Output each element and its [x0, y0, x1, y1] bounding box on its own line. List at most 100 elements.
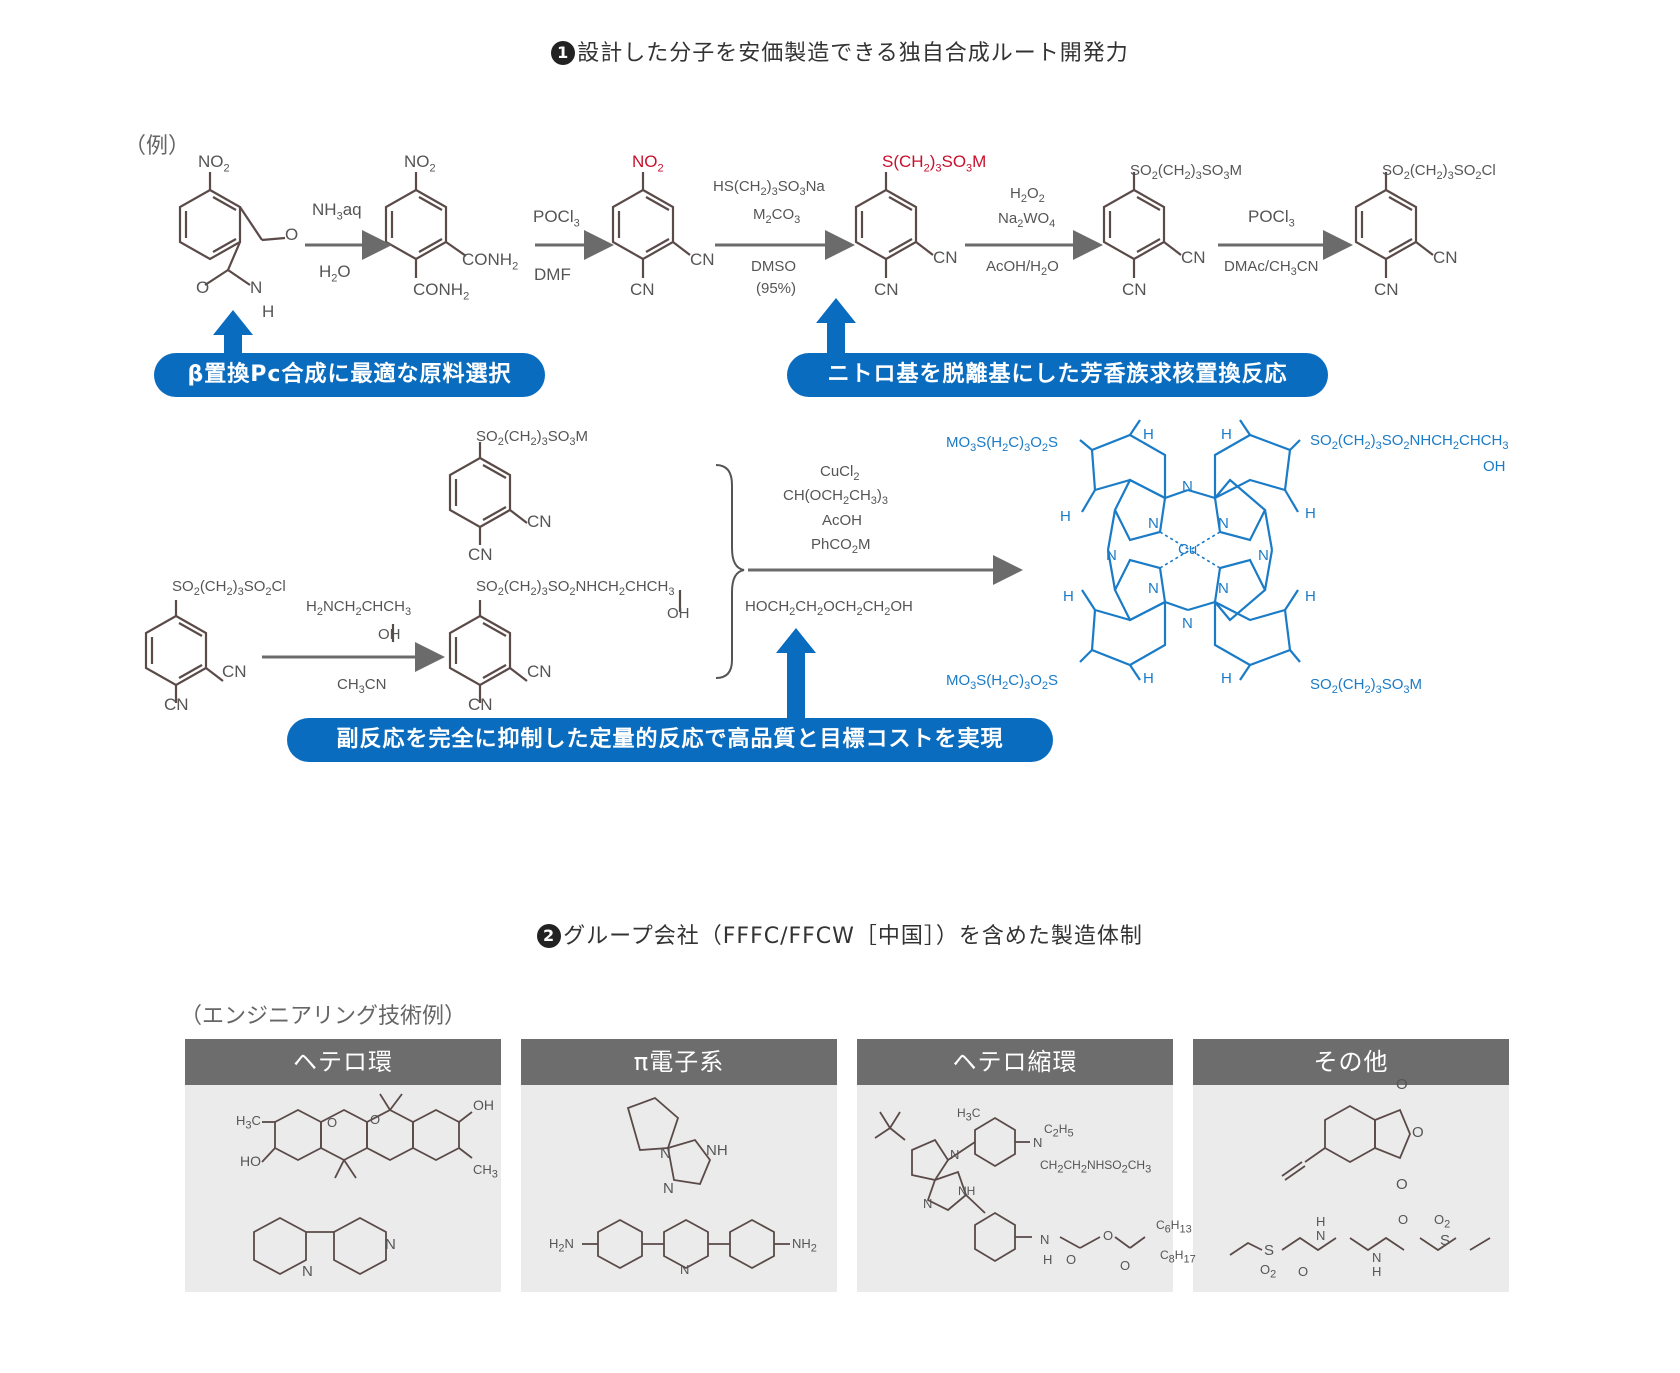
card-heterocycle: ヘテロ環 — [185, 1039, 501, 1292]
pc-bottom-left-substituent: MO3S(H2C)3O2S — [946, 672, 1059, 692]
card4-h1: H — [1316, 1214, 1326, 1229]
c-cn2: CN — [468, 695, 493, 714]
pc-n-6: N — [1218, 515, 1229, 532]
c1-no2: NO2 — [198, 152, 230, 175]
card3-o1: O — [1103, 1228, 1114, 1243]
card3-h3c: H3C — [957, 1106, 981, 1124]
c-substituent: SO2(CH2)3SO2NHCH2CHCH3 — [476, 578, 675, 598]
ring-c — [448, 614, 512, 687]
r1-solvent: H2O — [319, 262, 351, 285]
brace — [715, 464, 745, 679]
r5-reagent: POCl3 — [1248, 207, 1295, 230]
ring-c3 — [611, 188, 675, 261]
card-pi-electron-title: π電子系 — [521, 1039, 837, 1085]
c2-conh2-bottom: CONH2 — [413, 280, 470, 303]
r2-solvent: DMF — [534, 265, 571, 284]
c3-cn2: CN — [630, 280, 655, 299]
amine-solvent: CH3CN — [337, 676, 387, 696]
pc-n-2: N — [1182, 615, 1193, 632]
ring-c2 — [384, 188, 448, 261]
c4-cn2: CN — [874, 280, 899, 299]
card2-h2n: H2N — [549, 1236, 574, 1255]
card1-oh: OH — [473, 1097, 494, 1113]
card4-n1: N — [1316, 1228, 1326, 1243]
c1-o2: O — [196, 278, 210, 297]
r3-yield: (95%) — [756, 280, 797, 297]
card3-c2h5: C2H5 — [1044, 1122, 1074, 1140]
example-label: （例） — [124, 134, 191, 159]
ring-a — [448, 456, 512, 529]
c2-no2: NO2 — [404, 152, 436, 175]
card1-h3c: H3C — [236, 1113, 261, 1132]
c5-cn1: CN — [1181, 248, 1206, 267]
c3-no2: NO2 — [632, 152, 664, 175]
pc-n-7: N — [1148, 580, 1159, 597]
c4-cn1: CN — [933, 248, 958, 267]
ring-c6 — [1354, 188, 1418, 261]
c6-cn1: CN — [1433, 248, 1458, 267]
amine-oh: OH — [378, 626, 401, 643]
card3-h: H — [1043, 1252, 1053, 1267]
card4-h2: H — [1372, 1264, 1382, 1279]
card2-nh: NH — [706, 1142, 728, 1159]
c6-cn2: CN — [1374, 280, 1399, 299]
pc-cu: Cu — [1178, 541, 1198, 558]
card3-n1: N — [1033, 1135, 1043, 1150]
card3-n4: N — [1040, 1232, 1050, 1247]
card4-o-bot: O — [1396, 1176, 1408, 1193]
card1-o2: O — [370, 1112, 381, 1127]
c1-n: N — [250, 278, 263, 297]
pc-h-8: H — [1221, 670, 1232, 687]
card1-n1: N — [302, 1263, 313, 1280]
pc-h-2: H — [1221, 426, 1232, 443]
amine-reagent: H2NCH2CHCH3 — [306, 598, 412, 618]
b-substituent: SO2(CH2)3SO2Cl — [172, 578, 286, 598]
card3-c6h13: C6H13 — [1156, 1218, 1192, 1236]
pc-h-7: H — [1143, 670, 1154, 687]
c2-conh2-right: CONH2 — [462, 250, 519, 273]
card-fused-heterocycle-title: ヘテロ縮環 — [857, 1039, 1173, 1085]
card3-n2: N — [950, 1147, 960, 1162]
section2-title: グループ会社（FFFC/FFCW［中国］）を含めた製造体制 — [563, 924, 1143, 949]
pc-n-8: N — [1218, 580, 1229, 597]
card3-c8h17: C8H17 — [1160, 1248, 1196, 1266]
a-cn1: CN — [527, 512, 552, 531]
c3-cn1: CN — [690, 250, 715, 269]
pc-top-right-substituent: SO2(CH2)3SO2NHCH2CHCH3 — [1310, 432, 1509, 452]
cond-acoh: AcOH — [822, 512, 863, 529]
cond-orthoformate: CH(OCH2CH3)3 — [783, 487, 889, 507]
cond-solvent: HOCH2CH2OCH2CH2OH — [745, 598, 913, 618]
card1-n2: N — [385, 1236, 396, 1253]
cond-cucl2: CuCl2 — [820, 463, 860, 483]
r3-solvent: DMSO — [751, 258, 796, 275]
pc-top-left-substituent: MO3S(H2C)3O2S — [946, 434, 1059, 454]
card3-sidechain: CH2CH2NHSO2CH3 — [1040, 1158, 1152, 1176]
callout-beta-substitution: β置換Pc合成に最適な原料選択 — [154, 353, 545, 397]
card4-o-mid: O — [1412, 1124, 1424, 1141]
r3-base: M2CO3 — [753, 206, 801, 226]
section1-title: 設計した分子を安価製造できる独自合成ルート開発力 — [577, 41, 1129, 66]
ring-c5 — [1102, 188, 1166, 261]
r2-reagent: POCl3 — [533, 207, 580, 230]
r3-reagent: HS(CH2)3SO3Na — [713, 178, 825, 198]
callout-nitro-leaving-group: ニトロ基を脱離基にした芳香族求核置換反応 — [787, 353, 1328, 397]
card2-nh2: NH2 — [792, 1236, 817, 1255]
b-cn1: CN — [222, 662, 247, 681]
up-arrow-3 — [776, 628, 816, 725]
card1-ch3: CH3 — [473, 1162, 498, 1181]
pc-h-6: H — [1305, 588, 1316, 605]
c-oh: OH — [667, 605, 690, 622]
c5-cn2: CN — [1122, 280, 1147, 299]
pc-n-4: N — [1258, 547, 1269, 564]
card3-o3: O — [1120, 1258, 1131, 1273]
card-other: その他 — [1193, 1039, 1509, 1292]
card1-o1: O — [327, 1115, 338, 1130]
ring-c4 — [854, 188, 918, 261]
section2-number: 2 — [537, 924, 562, 948]
card4-o-top: O — [1396, 1076, 1408, 1093]
a-cn2: CN — [468, 545, 493, 564]
card4-o2-2: O2 — [1434, 1212, 1451, 1231]
cond-benzoate: PhCO2M — [811, 536, 871, 556]
